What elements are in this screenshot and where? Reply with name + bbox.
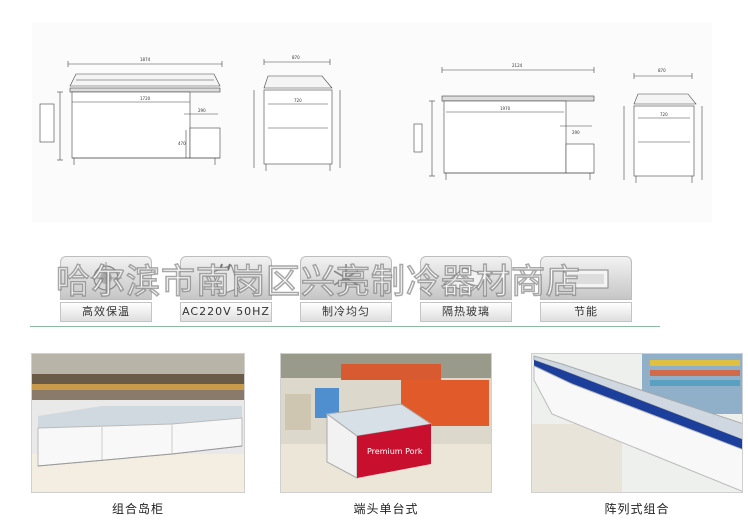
dimension-label: 290 <box>572 130 580 135</box>
dimension-label: 1874 <box>140 57 151 62</box>
feature-energy-saving: 节能 <box>540 256 632 322</box>
dimension-label: 1720 <box>140 96 151 101</box>
dimension-label: 1970 <box>500 106 511 111</box>
snowflake-icon <box>300 256 392 300</box>
feature-label: 隔热玻璃 <box>420 302 512 322</box>
dimension-label: 870 <box>292 55 300 60</box>
drawing-side-view-870 <box>253 59 341 171</box>
power-icon <box>180 256 272 300</box>
insulation-icon <box>60 256 152 300</box>
feature-power: AC220V 50HZ <box>180 256 272 322</box>
feature-label: AC220V 50HZ <box>180 302 272 322</box>
dimension-label: 2124 <box>512 63 523 68</box>
dimension-label: 290 <box>198 108 206 113</box>
photo-island-freezer <box>31 353 245 493</box>
drawing-front-view-2124 <box>413 67 595 180</box>
dimension-label: 720 <box>294 98 302 103</box>
feature-divider <box>30 326 660 327</box>
photo-array-freezer <box>531 353 743 493</box>
dimension-label: 720 <box>660 112 668 117</box>
feature-label: 节能 <box>540 302 632 322</box>
feature-insulation: 高效保温 <box>60 256 152 322</box>
photo-end-cap-freezer: Premium Pork <box>280 353 492 493</box>
energy-saving-icon <box>540 256 632 300</box>
caption-array-freezer: 阵列式组合 <box>604 502 670 516</box>
technical-drawings: 1874 1720 290 470 870 720 2124 1970 <box>39 55 703 183</box>
dimension-label: 470 <box>178 141 186 146</box>
feature-label: 高效保温 <box>60 302 152 322</box>
glass-lid-icon <box>420 256 512 300</box>
drawing-side-view-870-b <box>623 73 703 183</box>
feature-uniform-cooling: 制冷均匀 <box>300 256 392 322</box>
feature-insulated-glass: 隔热玻璃 <box>420 256 512 322</box>
dimension-label: 870 <box>658 68 666 73</box>
drawing-front-view-1874 <box>39 61 223 165</box>
caption-island-freezer: 组合岛柜 <box>111 502 164 516</box>
caption-end-cap-freezer: 端头单台式 <box>353 502 419 516</box>
feature-label: 制冷均匀 <box>300 302 392 322</box>
sign-text: Premium Pork <box>367 447 423 456</box>
